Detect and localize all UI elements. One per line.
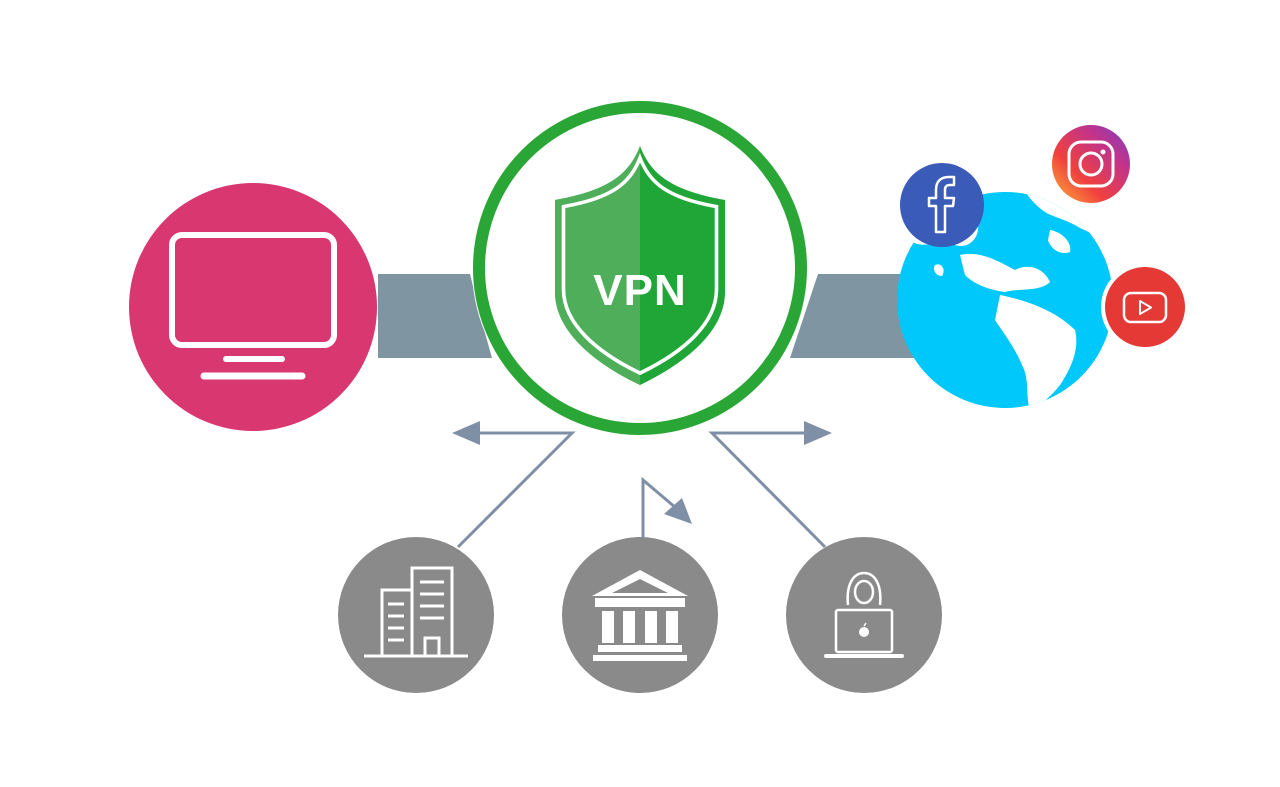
arrow-right <box>708 421 832 549</box>
vpn-node: VPN <box>472 100 808 436</box>
company-node <box>338 537 494 693</box>
monitor-icon <box>169 232 337 380</box>
connector-right <box>790 274 915 358</box>
computer-node <box>129 183 377 431</box>
connector-left <box>378 274 492 358</box>
internet-node <box>897 121 1189 408</box>
instagram-icon <box>1048 121 1134 207</box>
hacker-node <box>786 537 942 693</box>
youtube-icon <box>1101 263 1189 351</box>
bank-node <box>562 537 718 693</box>
facebook-icon <box>900 163 984 247</box>
bank-icon <box>592 570 688 661</box>
office-building-icon <box>364 566 468 658</box>
arrow-left <box>452 421 576 549</box>
vpn-label: VPN <box>593 266 686 315</box>
arrow-center <box>641 476 692 540</box>
arrows <box>452 421 832 549</box>
hacker-laptop-icon <box>824 571 904 658</box>
